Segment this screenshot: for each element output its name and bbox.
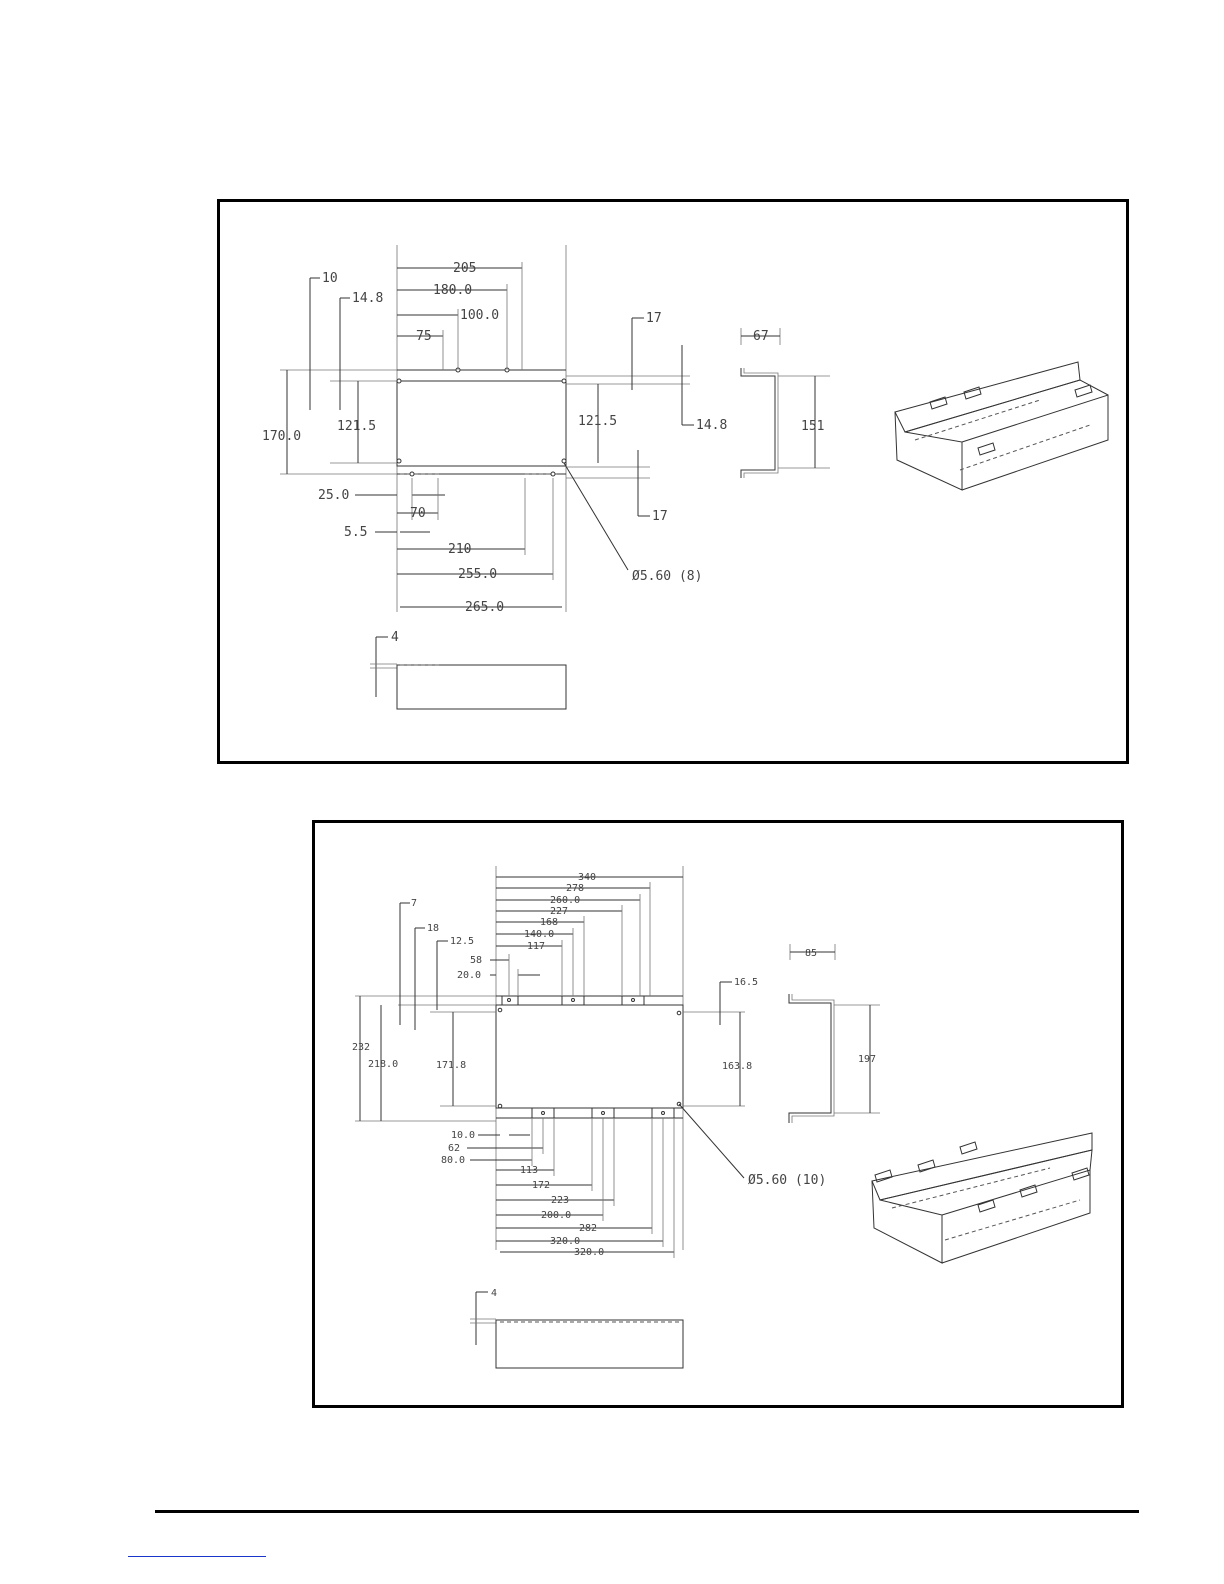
dim-232: 232 bbox=[352, 1042, 370, 1053]
dim-113: 113 bbox=[520, 1165, 538, 1176]
dim-340: 340 bbox=[578, 872, 596, 883]
dim-218: 218.0 bbox=[368, 1059, 398, 1070]
dim-172: 172 bbox=[532, 1180, 550, 1191]
side-width-85: 85 bbox=[805, 948, 817, 959]
dim-278: 278 bbox=[566, 883, 584, 894]
thickness-4: 4 bbox=[491, 1288, 497, 1299]
dim-223: 223 bbox=[551, 1195, 569, 1206]
mount-hole bbox=[572, 999, 575, 1002]
dim-140: 140.0 bbox=[524, 929, 554, 940]
dim-10: 10.0 bbox=[451, 1130, 475, 1141]
mount-hole bbox=[662, 1112, 665, 1115]
dim-227: 227 bbox=[550, 906, 568, 917]
dim-7: 7 bbox=[411, 898, 417, 909]
dim-168: 168 bbox=[540, 917, 558, 928]
dim-58: 58 bbox=[470, 955, 482, 966]
dim-20: 20.0 bbox=[457, 970, 481, 981]
dim-260: 260.0 bbox=[550, 895, 580, 906]
mount-hole bbox=[677, 1011, 681, 1015]
mount-hole bbox=[602, 1112, 605, 1115]
mount-hole bbox=[542, 1112, 545, 1115]
large-tray-side-profile: 85 197 bbox=[789, 944, 880, 1123]
dim-320-b: 320.0 bbox=[574, 1247, 604, 1258]
dim-163-8: 163.8 bbox=[722, 1061, 752, 1072]
dim-12-5: 12.5 bbox=[450, 936, 474, 947]
dim-117: 117 bbox=[527, 941, 545, 952]
dim-171-8: 171.8 bbox=[436, 1060, 466, 1071]
side-height-197: 197 bbox=[858, 1054, 876, 1065]
footer-link-underline[interactable] bbox=[128, 1556, 266, 1557]
large-tray-isometric-view bbox=[872, 1133, 1092, 1263]
mount-hole bbox=[498, 1008, 502, 1012]
mount-hole bbox=[508, 999, 511, 1002]
dim-320-a: 320.0 bbox=[550, 1236, 580, 1247]
dim-200: 200.0 bbox=[541, 1210, 571, 1221]
dim-62: 62 bbox=[448, 1143, 460, 1154]
mount-hole bbox=[498, 1104, 502, 1108]
dim-282: 282 bbox=[579, 1223, 597, 1234]
hole-callout: Ø5.60 (10) bbox=[748, 1173, 826, 1188]
dim-18: 18 bbox=[427, 923, 439, 934]
footer-rule bbox=[155, 1510, 1139, 1513]
large-tray-thickness-view: 4 bbox=[470, 1288, 683, 1368]
large-plate-outline bbox=[496, 1005, 683, 1108]
mount-hole bbox=[632, 999, 635, 1002]
dim-80: 80.0 bbox=[441, 1155, 465, 1166]
dim-16-5: 16.5 bbox=[734, 977, 758, 988]
